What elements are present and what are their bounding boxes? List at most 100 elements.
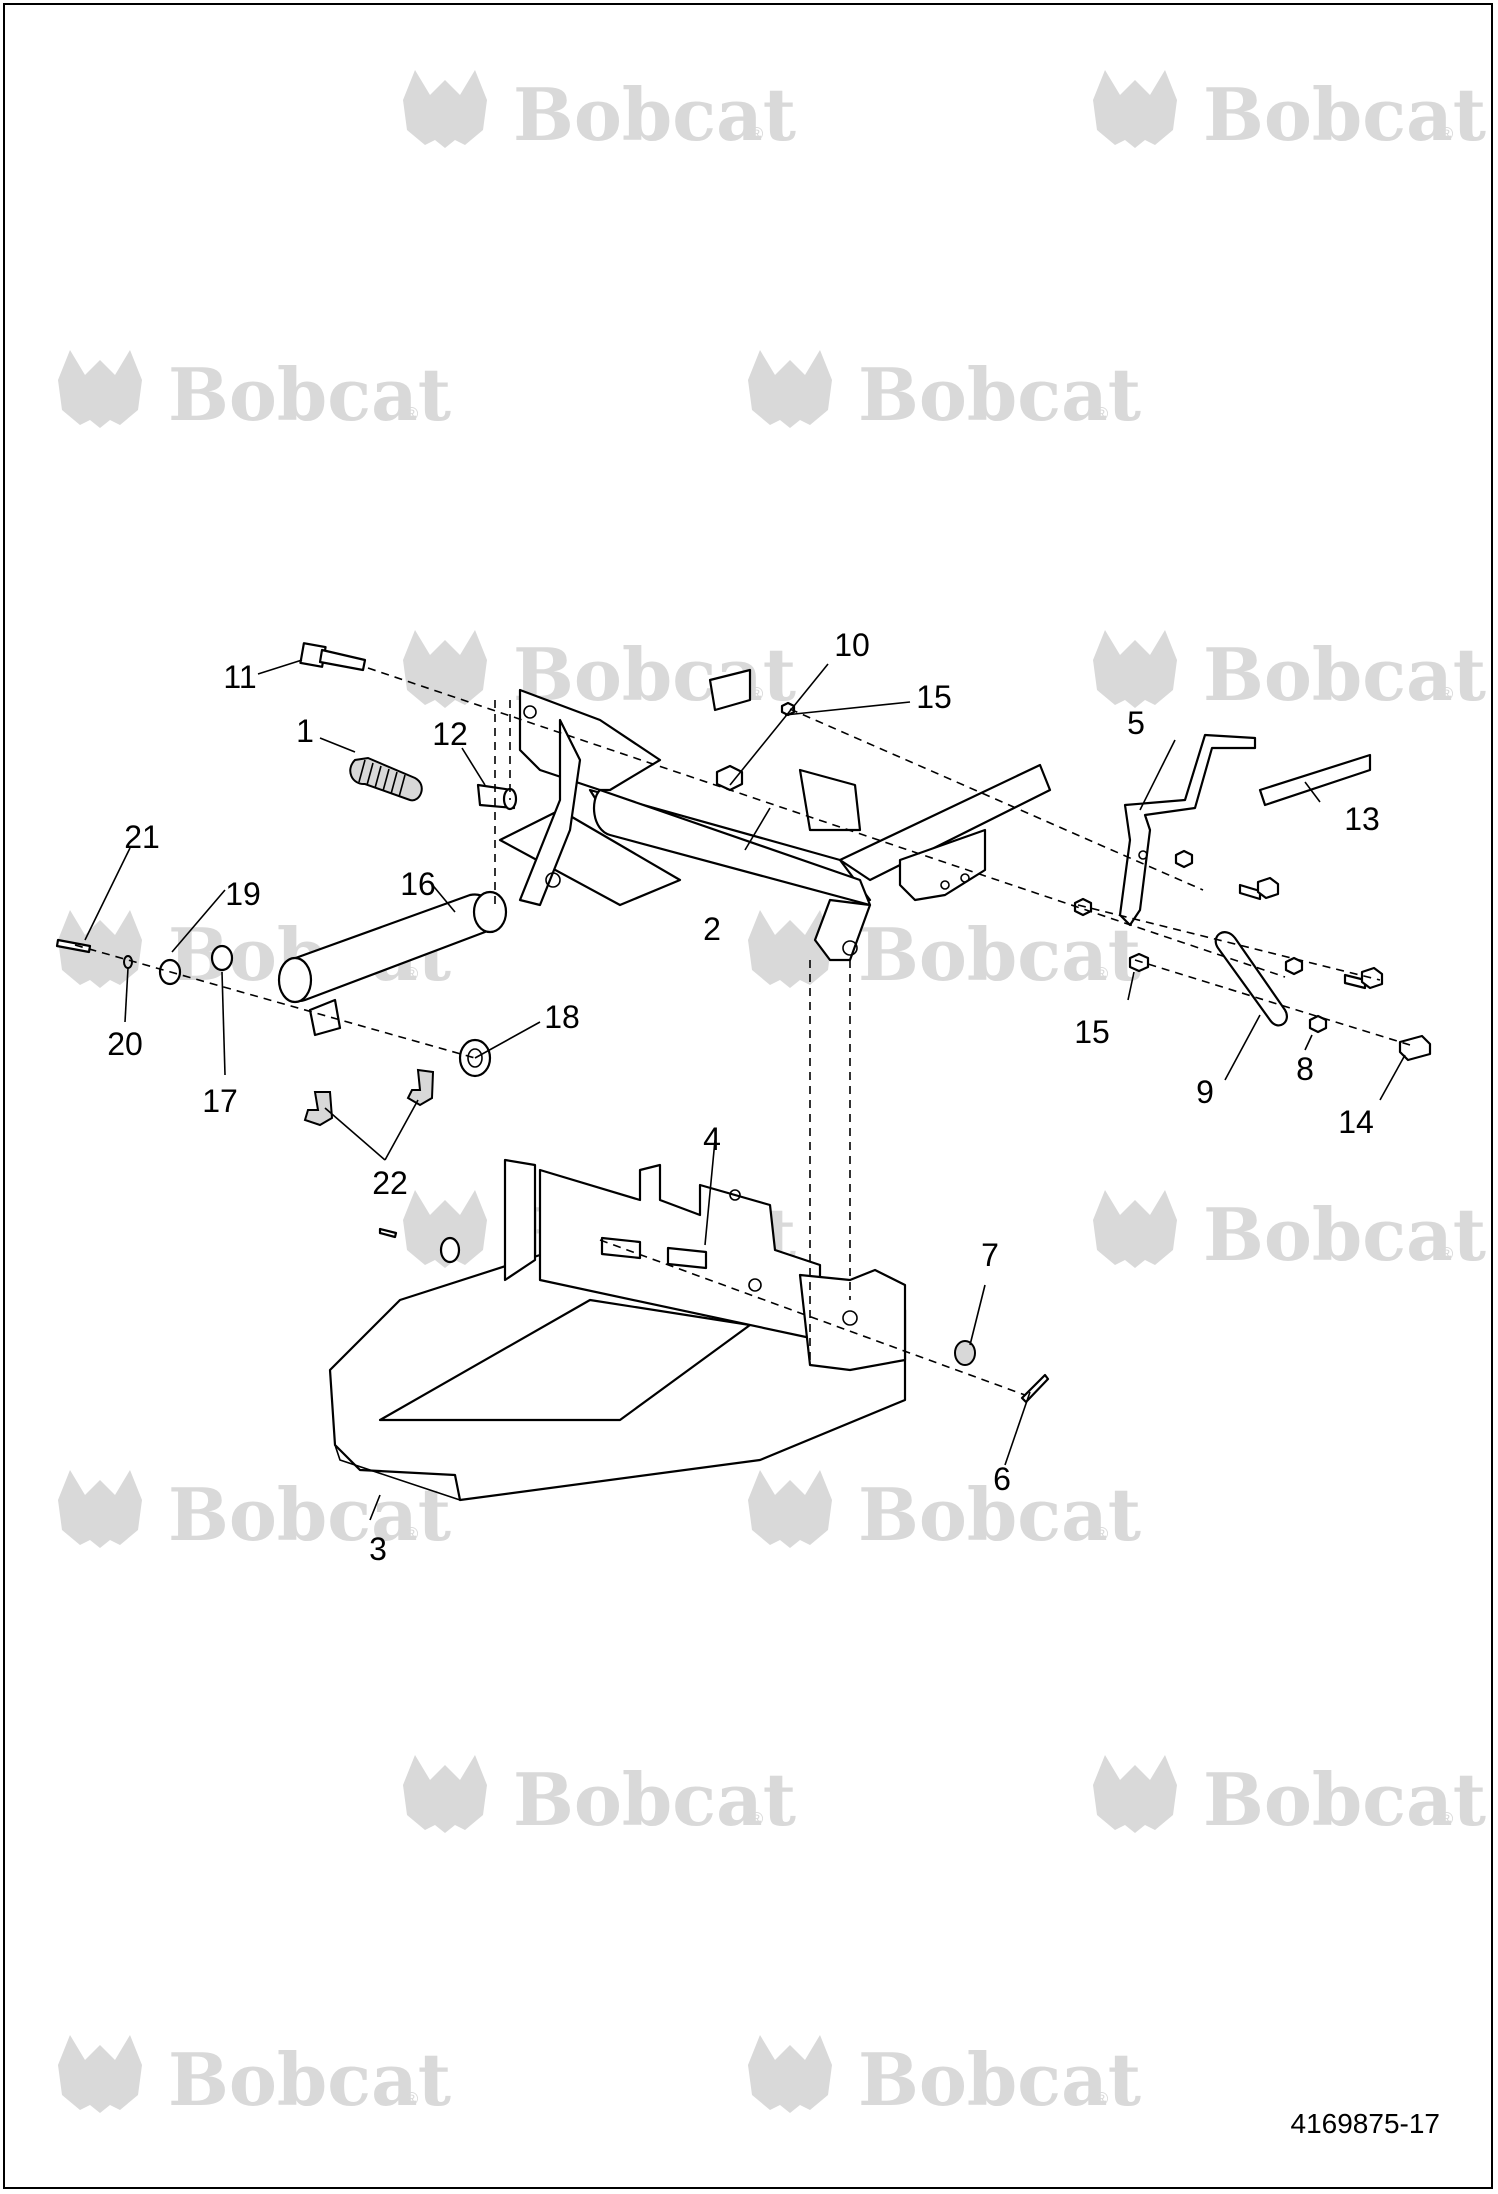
bobcat-head-logo-icon <box>1093 1190 1177 1268</box>
bobcat-head-logo-icon <box>1093 1755 1177 1833</box>
callout-19: 19 <box>225 876 261 912</box>
bobcat-watermark: Bobcat® <box>748 350 1141 437</box>
callout-22: 22 <box>372 1165 408 1201</box>
callout-18: 18 <box>544 999 580 1035</box>
bobcat-head-logo-icon <box>403 70 487 148</box>
watermark-brand: Bobcat <box>1203 72 1486 157</box>
bobcat-watermark: Bobcat® <box>58 2035 451 2122</box>
watermark-registered-mark: ® <box>1440 124 1453 144</box>
callout-21: 21 <box>124 819 160 855</box>
bobcat-head-logo-icon <box>58 350 142 428</box>
watermark-registered-mark: ® <box>405 2089 418 2109</box>
callout-7: 7 <box>981 1237 999 1273</box>
part-6-cotter-pin <box>1020 1373 1050 1404</box>
part-21-pin <box>55 938 92 954</box>
bobcat-head-logo-icon <box>748 910 832 988</box>
part-9-link <box>1214 931 1288 1027</box>
watermark-brand: Bobcat <box>1203 1192 1486 1277</box>
watermark-registered-mark: ® <box>1095 1524 1108 1544</box>
bobcat-head-logo-icon <box>403 630 487 708</box>
callout-4: 4 <box>703 1121 721 1157</box>
callout-3: 3 <box>369 1531 387 1567</box>
callout-20: 20 <box>107 1026 143 1062</box>
bobcat-watermark: Bobcat® <box>58 350 451 437</box>
watermark-registered-mark: ® <box>750 124 763 144</box>
callout-14: 14 <box>1338 1104 1374 1140</box>
part-16-cylinder <box>277 890 508 1037</box>
bobcat-watermark: Bobcat® <box>58 1470 451 1557</box>
bobcat-watermark: Bobcat® <box>1093 70 1486 157</box>
watermark-registered-mark: ® <box>405 964 418 984</box>
callout-5: 5 <box>1127 705 1145 741</box>
part-2-frame <box>498 668 1052 962</box>
right-hardware <box>780 701 1432 1062</box>
watermark-registered-mark: ® <box>1095 964 1108 984</box>
watermark-registered-mark: ® <box>1440 1809 1453 1829</box>
part-13-plate <box>1258 753 1372 807</box>
assembly-lines <box>74 667 1411 1396</box>
drawing-border <box>3 3 1493 2189</box>
callout-labels: 1 2 3 4 5 6 7 8 9 10 11 12 13 14 15 15 1… <box>107 627 1380 1567</box>
part-20-ring <box>123 955 133 969</box>
part-11-bolt <box>299 642 367 672</box>
watermark-registered-mark: ® <box>1095 2089 1108 2109</box>
callout-9: 9 <box>1196 1074 1214 1110</box>
bobcat-head-logo-icon <box>1093 630 1177 708</box>
watermark-registered-mark: ® <box>1440 684 1453 704</box>
callout-12: 12 <box>432 716 468 752</box>
watermark-brand: Bobcat <box>858 1472 1141 1557</box>
bobcat-head-logo-icon <box>58 2035 142 2113</box>
bobcat-watermark: Bobcat® <box>1093 1190 1486 1277</box>
bobcat-head-logo-icon <box>748 2035 832 2113</box>
callout-2: 2 <box>703 911 721 947</box>
watermark-brand: Bobcat <box>168 352 451 437</box>
watermark-brand: Bobcat <box>513 1757 796 1842</box>
bobcat-head-logo-icon <box>748 1470 832 1548</box>
bobcat-watermark: Bobcat® <box>403 1755 796 1842</box>
part-1-spring <box>349 756 423 802</box>
callout-1: 1 <box>296 713 314 749</box>
watermark-registered-mark: ® <box>750 1809 763 1829</box>
callout-15-top: 15 <box>916 679 952 715</box>
watermark-brand: Bobcat <box>858 2037 1141 2122</box>
leader-lines <box>84 659 1406 1521</box>
watermark-registered-mark: ® <box>405 1524 418 1544</box>
bobcat-head-logo-icon <box>1093 70 1177 148</box>
watermark-brand: Bobcat <box>858 912 1141 997</box>
watermark-brand: Bobcat <box>1203 632 1486 717</box>
part-5-bracket <box>1118 733 1257 927</box>
bobcat-head-logo-icon <box>403 1755 487 1833</box>
part-22-fittings <box>303 1068 435 1127</box>
bobcat-watermark: Bobcat® <box>748 1470 1141 1557</box>
part-7-washer <box>954 1340 976 1366</box>
part-17-bushing <box>210 944 234 972</box>
left-hardware <box>378 1227 461 1264</box>
drawing-number: 4169875-17 <box>1290 2108 1440 2139</box>
watermark-registered-mark: ® <box>1440 1244 1453 1264</box>
callout-13: 13 <box>1344 801 1380 837</box>
watermark-brand: Bobcat <box>168 2037 451 2122</box>
watermark-registered-mark: ® <box>405 404 418 424</box>
callout-11: 11 <box>223 659 256 695</box>
watermark-brand: Bobcat <box>168 1472 451 1557</box>
callout-10: 10 <box>834 627 870 663</box>
bobcat-head-logo-icon <box>403 1190 487 1268</box>
bobcat-head-logo-icon <box>58 910 142 988</box>
callout-6: 6 <box>993 1461 1011 1497</box>
bobcat-watermark: Bobcat® <box>1093 630 1486 717</box>
watermark-layer: Bobcat®Bobcat®Bobcat®Bobcat®Bobcat®Bobca… <box>58 70 1486 2122</box>
watermark-brand: Bobcat <box>858 352 1141 437</box>
part-4-pins <box>600 1236 708 1270</box>
bobcat-watermark: Bobcat® <box>403 70 796 157</box>
callout-16: 16 <box>400 866 436 902</box>
watermark-brand: Bobcat <box>1203 1757 1486 1842</box>
callout-15-right: 15 <box>1074 1014 1110 1050</box>
bobcat-head-logo-icon <box>748 350 832 428</box>
callout-8: 8 <box>1296 1051 1314 1087</box>
watermark-brand: Bobcat <box>513 72 796 157</box>
part-10-nut <box>715 764 744 792</box>
bobcat-head-logo-icon <box>58 1470 142 1548</box>
callout-17: 17 <box>202 1083 238 1119</box>
bobcat-watermark: Bobcat® <box>748 2035 1141 2122</box>
